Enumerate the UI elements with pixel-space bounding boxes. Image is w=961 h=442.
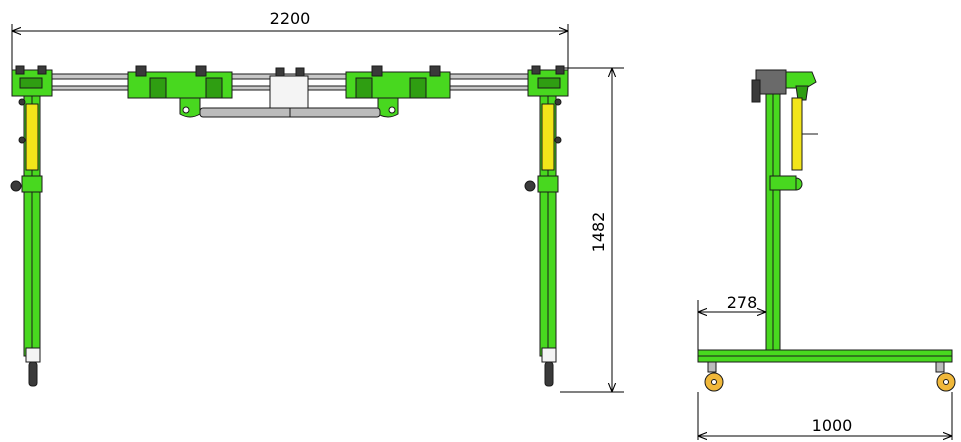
front-view: 2200 1482 (10, 9, 624, 393)
side-bracket (769, 175, 797, 191)
side-head-assembly (751, 69, 817, 103)
dimension-label-2200: 2200 (270, 9, 311, 28)
right-lift-cylinder (541, 103, 555, 171)
side-caster-right (935, 361, 956, 392)
right-end-bracket (527, 65, 569, 97)
right-leg (524, 95, 562, 387)
left-leg-caster (28, 361, 38, 387)
dimension-278: 278 (697, 293, 766, 350)
left-end-bracket (11, 65, 53, 97)
dimension-2200: 2200 (11, 9, 569, 72)
dimension-label-1482: 1482 (589, 212, 608, 253)
dimension-label-1000: 1000 (812, 416, 853, 435)
side-view: 278 1000 (697, 69, 956, 440)
left-lift-cylinder (25, 103, 39, 171)
left-carriage (127, 65, 233, 118)
dimension-1482: 1482 (560, 67, 624, 393)
dimension-label-278: 278 (727, 293, 758, 312)
side-caster-left (704, 361, 724, 392)
right-carriage (345, 65, 451, 118)
horizontal-cylinder (199, 107, 381, 118)
right-leg-caster (544, 361, 554, 387)
dimension-1000: 1000 (697, 392, 953, 440)
left-leg (10, 95, 43, 387)
